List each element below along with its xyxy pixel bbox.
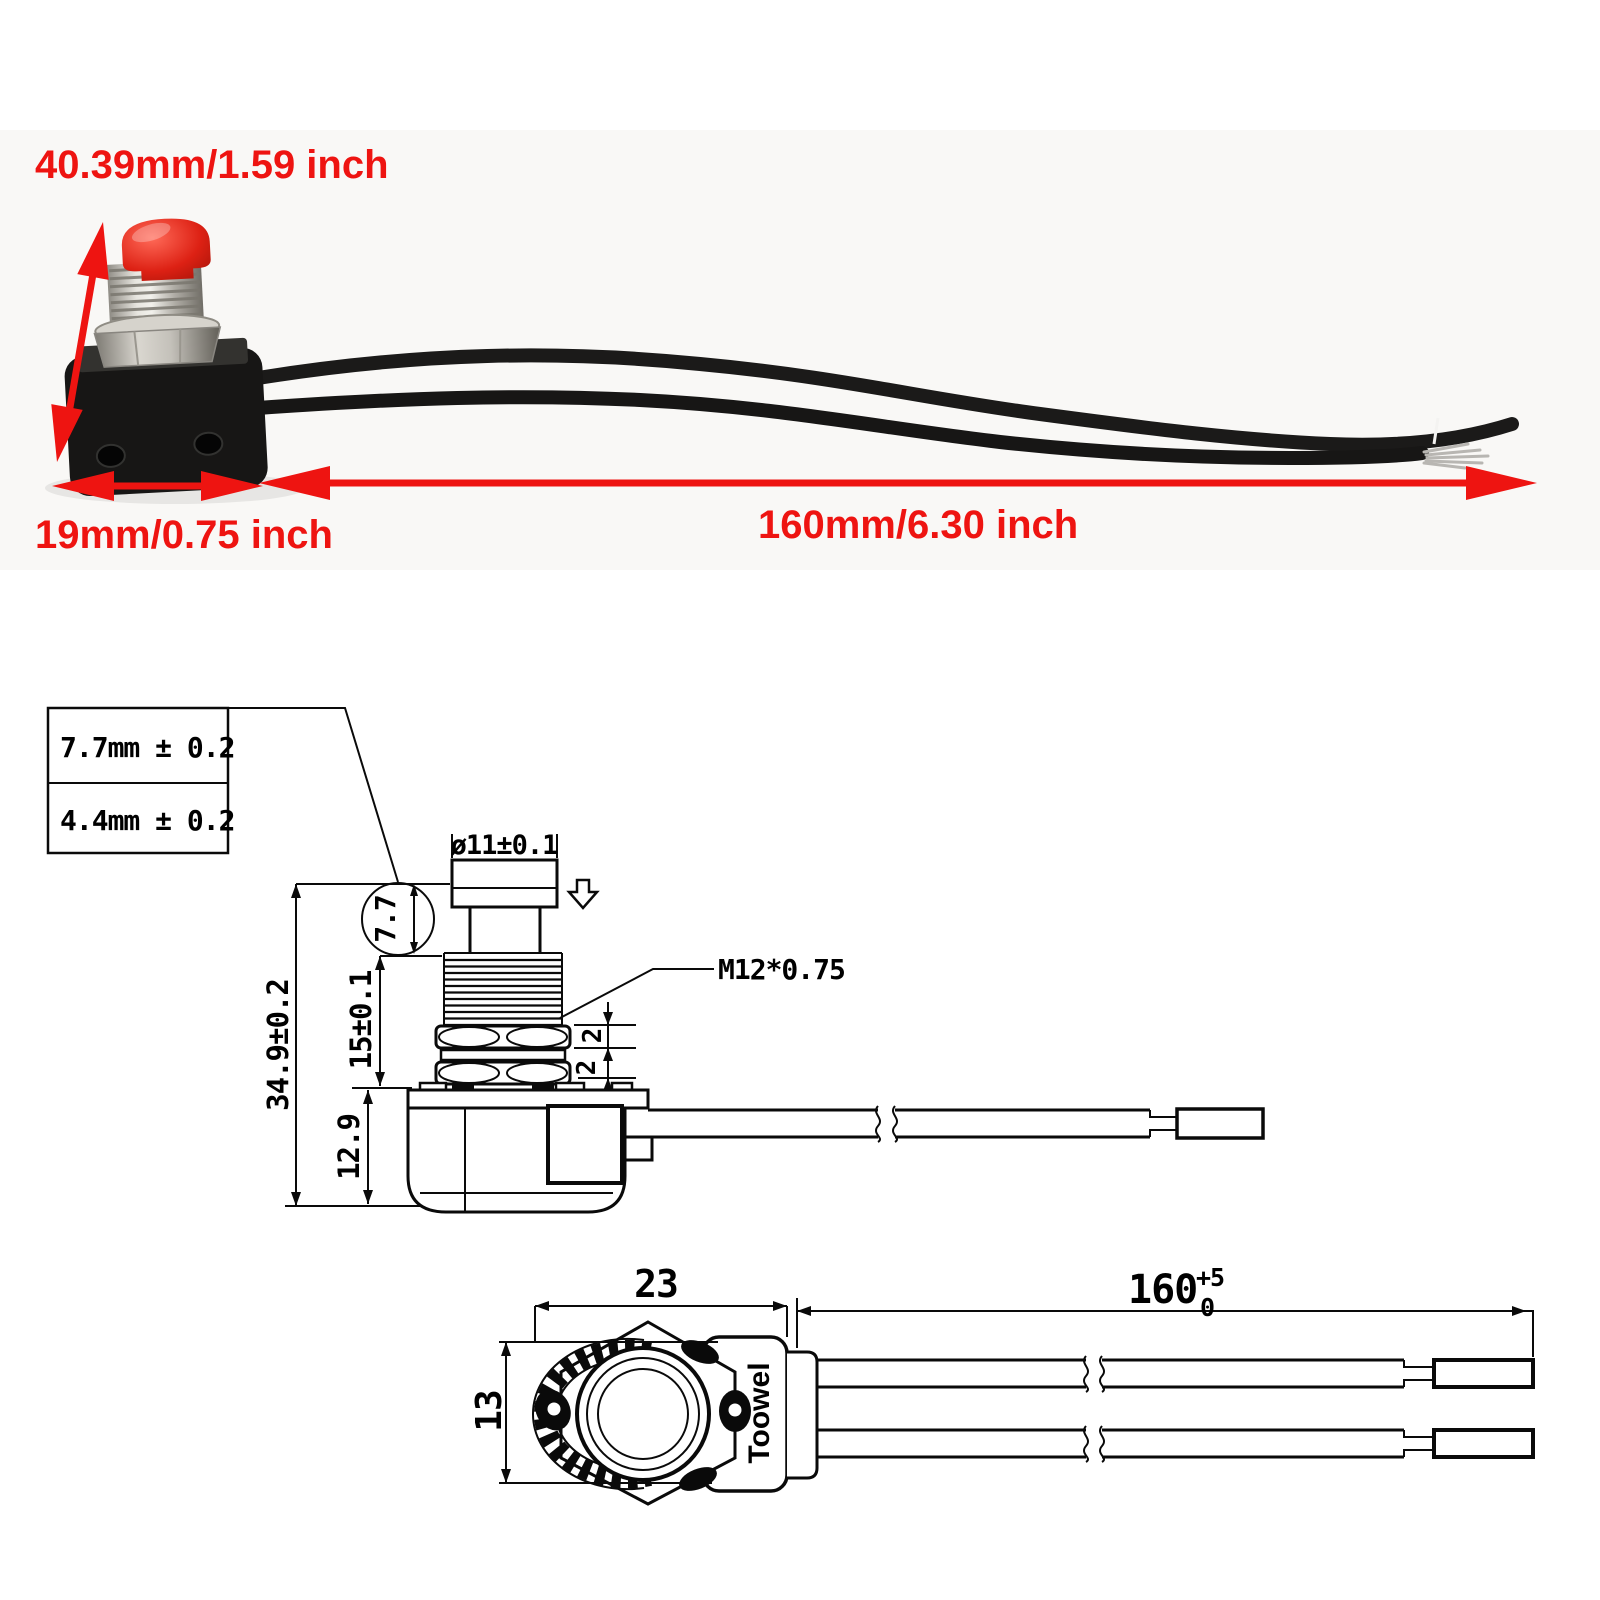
- height-dimension-label: 40.39mm/1.59 inch: [35, 143, 389, 187]
- callout-row-prestravel: 4.4mm ± 0.2: [60, 804, 234, 837]
- wire-photo-bottom: [251, 390, 1429, 466]
- wire-length-tol-upper: +5: [1196, 1263, 1224, 1292]
- switch-body-side: [406, 1081, 654, 1214]
- mounting-hole-right: [193, 431, 224, 456]
- side-view: ø11±0.1 7.7: [261, 830, 1265, 1214]
- body-height-dim: 12.9: [332, 1090, 373, 1204]
- nut-thickness-dim: 2 2: [572, 1002, 636, 1098]
- thread-profile: [443, 952, 563, 1027]
- mounting-ears: [535, 1340, 751, 1491]
- locknut-thickness-label: 2: [572, 1061, 602, 1076]
- wire-dimension-label: 160mm/6.30 inch: [758, 503, 1078, 547]
- thread-length-dim: 15±0.1: [344, 955, 442, 1089]
- photo-background: [0, 130, 1600, 570]
- total-height-label: 34.9±0.2: [261, 979, 295, 1111]
- hex-nut: [93, 326, 222, 368]
- base-dimension-label: 19mm/0.75 inch: [35, 513, 333, 557]
- bottom-view-wires: [817, 1355, 1535, 1463]
- body-width-dim: 23: [534, 1262, 788, 1342]
- wire-stripped-strands: [1422, 442, 1490, 470]
- body-width-label: 23: [634, 1262, 678, 1306]
- wire-dimension-arrow: [259, 466, 1537, 500]
- bushing-mid-circle: [586, 1357, 700, 1471]
- cap-diameter-label: ø11±0.1: [451, 830, 558, 861]
- hex-nut-facet: [179, 329, 182, 364]
- thread-spec-leader: [559, 968, 714, 1019]
- thread-spec-label: M12*0.75: [718, 953, 845, 986]
- wire-photo-top: [251, 348, 1519, 452]
- bushing-outer-circle: [575, 1346, 711, 1482]
- photo-wires: [251, 348, 1519, 470]
- wire-length-dim: 160 +5 0: [796, 1263, 1534, 1357]
- callout-leader-line: [228, 707, 399, 883]
- bottom-view: Toowel 23 13: [469, 1262, 1535, 1506]
- base-dimension-arrow: [52, 471, 263, 501]
- flange-diameter-dim: 13: [469, 1341, 718, 1484]
- mounting-hole-left: [95, 443, 126, 468]
- red-push-button-cap: [121, 218, 211, 282]
- hex-nuts: [434, 1024, 572, 1090]
- cap-highlight: [131, 222, 171, 243]
- flange-diameter-label: 13: [469, 1390, 510, 1431]
- hex-nut-facet: [133, 331, 140, 366]
- wire-length-label: 160: [1128, 1267, 1197, 1313]
- callout-box: 7.7mm ± 0.2 4.4mm ± 0.2: [46, 706, 399, 883]
- nut-thickness-label: 2: [578, 1029, 608, 1044]
- callout-row-travel: 7.7mm ± 0.2: [60, 731, 234, 764]
- thread-length-label: 15±0.1: [344, 970, 378, 1069]
- button-circle: [597, 1368, 689, 1460]
- button-travel-label: 7.7: [369, 895, 402, 943]
- side-view-wire: [648, 1105, 1265, 1143]
- photo-switch: [64, 218, 268, 497]
- photo-annotations: 40.39mm/1.59 inch 19mm/0.75 inch 160mm/6…: [35, 143, 1537, 557]
- total-height-dim: 34.9±0.2: [261, 883, 450, 1207]
- technical-drawing: 7.7mm ± 0.2 4.4mm ± 0.2 ø11±0.1 7.7: [46, 706, 1535, 1506]
- wire-length-tol-lower: 0: [1200, 1293, 1214, 1322]
- height-dimension-arrow: [51, 222, 109, 462]
- body-height-label: 12.9: [332, 1114, 366, 1180]
- product-photo: 40.39mm/1.59 inch 19mm/0.75 inch 160mm/6…: [0, 130, 1600, 570]
- button-cap-outline: [450, 858, 559, 909]
- body-end-cap: [787, 1350, 819, 1480]
- brand-label: Toowel: [743, 1362, 776, 1463]
- wire-sleeve-cut: [1432, 417, 1440, 445]
- press-direction-icon: [566, 878, 600, 910]
